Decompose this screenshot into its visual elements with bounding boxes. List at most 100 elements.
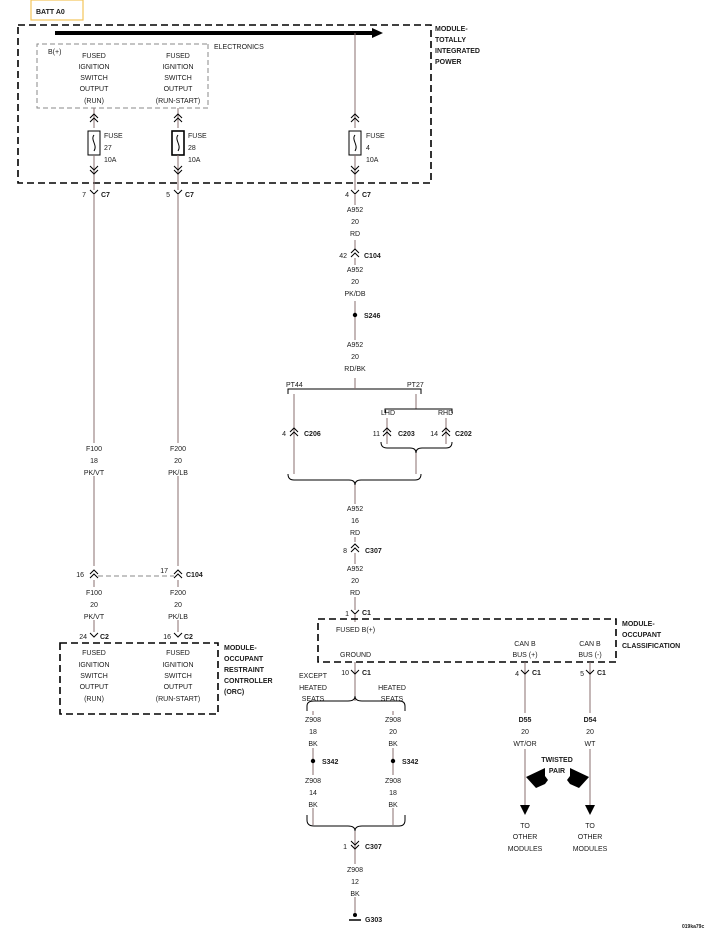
- splice-dot-icon: [310, 758, 316, 764]
- orc-runstart-line1: FUSED: [166, 650, 190, 657]
- a952-1-circuit: A952: [347, 207, 363, 214]
- to-other-b-line3: MODULES: [573, 846, 608, 853]
- connector-c1-pin1: 1 C1: [345, 609, 371, 618]
- orc-label-3: RESTRAINT: [224, 667, 265, 674]
- label-bg: [345, 564, 365, 597]
- orc-output-runstart: FUSED IGNITION SWITCH OUTPUT (RUN-START): [156, 650, 200, 703]
- f100-1-color: PK/VT: [84, 470, 105, 477]
- c7-name-a: C7: [101, 192, 110, 199]
- c1-pin5: 5: [580, 671, 584, 678]
- label-bg: [345, 504, 365, 537]
- a952-3-color: RD/BK: [344, 366, 366, 373]
- connector-icon: [585, 669, 595, 675]
- chevron-up-icon: [350, 113, 360, 123]
- label-bg: [380, 775, 406, 808]
- z908-a-circuit: Z908: [305, 717, 321, 724]
- option-rhd: RHD: [438, 410, 453, 417]
- brace-icon: [287, 473, 422, 486]
- fuse-element-icon: [176, 134, 180, 152]
- option-bracket-top: [287, 388, 422, 394]
- connector-icon: [173, 189, 183, 195]
- connector-c104-pair: 16 17 C104: [76, 568, 203, 579]
- connector-c307-pin8: 8 C307: [343, 543, 382, 555]
- a952-4-circuit: A952: [347, 506, 363, 513]
- chevron-up-icon: [89, 113, 99, 123]
- tipm-output-runstart: FUSED IGNITION SWITCH OUTPUT (RUN-START): [156, 53, 200, 105]
- a952-5-gauge: 20: [351, 578, 359, 585]
- c2-name-a: C2: [100, 634, 109, 641]
- orc-label-4: CONTROLLER: [224, 678, 273, 685]
- orc-output-run: FUSED IGNITION SWITCH OUTPUT (RUN): [78, 650, 109, 703]
- a952-5-color: RD: [350, 590, 360, 597]
- z908-a-color: BK: [308, 741, 318, 748]
- figure-id: 019ka79c: [682, 924, 704, 930]
- canb-minus-line2: BUS (-): [578, 652, 601, 659]
- c1-pin10: 10: [341, 670, 349, 677]
- a952-4-gauge: 16: [351, 518, 359, 525]
- fuse-4: FUSE 4 10A: [348, 130, 385, 164]
- tipm-runstart-line1: FUSED: [166, 53, 190, 60]
- connector-icon: [350, 609, 360, 615]
- label-bg: [164, 443, 192, 476]
- f200-1-color: PK/LB: [168, 470, 188, 477]
- option-bracket-hand: [384, 408, 453, 413]
- label-bg: [578, 713, 602, 749]
- connector-c104-pin42: 42 C104: [339, 248, 381, 260]
- z908-b-circuit: Z908: [385, 717, 401, 724]
- connector-c202: 14 C202: [430, 427, 472, 438]
- connector-icon: [350, 669, 360, 675]
- bplus-label: B(+): [48, 49, 61, 56]
- fuse27-number: 27: [104, 145, 112, 152]
- z908-a-gauge: 18: [309, 729, 317, 736]
- twisted-pair-line2: PAIR: [549, 768, 565, 775]
- z908-c-circuit: Z908: [305, 778, 321, 785]
- connector-icon: [173, 632, 183, 638]
- chevron-up-icon: [289, 427, 299, 437]
- label-bg: [380, 715, 406, 748]
- ground-g303-label: G303: [365, 917, 382, 924]
- splice-dot-icon: [390, 758, 396, 764]
- label-bg: [80, 587, 108, 620]
- label-bg: [343, 864, 367, 897]
- label-bg: [340, 265, 370, 301]
- c1-pin4: 4: [515, 671, 519, 678]
- a952-2-gauge: 20: [351, 279, 359, 286]
- chevron-up-icon: [382, 427, 392, 437]
- orc-run-line5: (RUN): [84, 696, 104, 703]
- splice-s342-b: S342: [402, 759, 418, 766]
- except-heated-line2: HEATED: [299, 685, 327, 692]
- tipm-runstart-line4: OUTPUT: [164, 86, 194, 93]
- c104-pin16: 16: [76, 572, 84, 579]
- to-other-a-line1: TO: [520, 823, 530, 830]
- c1-name-canp: C1: [532, 670, 541, 677]
- c202-pin: 14: [430, 431, 438, 438]
- z908-d-color: BK: [388, 802, 398, 809]
- f200-2-circuit: F200: [170, 590, 186, 597]
- c2-pin16: 16: [163, 634, 171, 641]
- to-other-a-line2: OTHER: [513, 834, 538, 841]
- connector-c2-pin16: 16 C2: [163, 632, 193, 641]
- label-bg: [300, 775, 326, 808]
- connector-icon: [520, 669, 530, 675]
- fuse-27: FUSE 27 10A: [87, 130, 123, 164]
- c307-name-b: C307: [365, 844, 382, 851]
- tipm-run-line2: IGNITION: [78, 64, 109, 71]
- orc-label-1: MODULE-: [224, 645, 257, 652]
- splice-s342-a: S342: [322, 759, 338, 766]
- z908-e-gauge: 12: [351, 879, 359, 886]
- splice-dot-icon: [353, 913, 357, 917]
- orc-runstart-line4: OUTPUT: [164, 684, 194, 691]
- arrow-down-icon: [585, 805, 595, 815]
- c1-name-gnd: C1: [362, 670, 371, 677]
- tipm-label-3: INTEGRATED: [435, 48, 480, 55]
- z908-b-gauge: 20: [389, 729, 397, 736]
- chevron-up-icon: [173, 113, 183, 123]
- canb-plus-line2: BUS (+): [512, 652, 537, 659]
- orc-module-box: [59, 642, 219, 715]
- c104-pin42: 42: [339, 253, 347, 260]
- c203-name: C203: [398, 431, 415, 438]
- fuse4-label: FUSE: [366, 133, 385, 140]
- d55-color: WT/OR: [513, 741, 536, 748]
- label-bg: [164, 587, 192, 620]
